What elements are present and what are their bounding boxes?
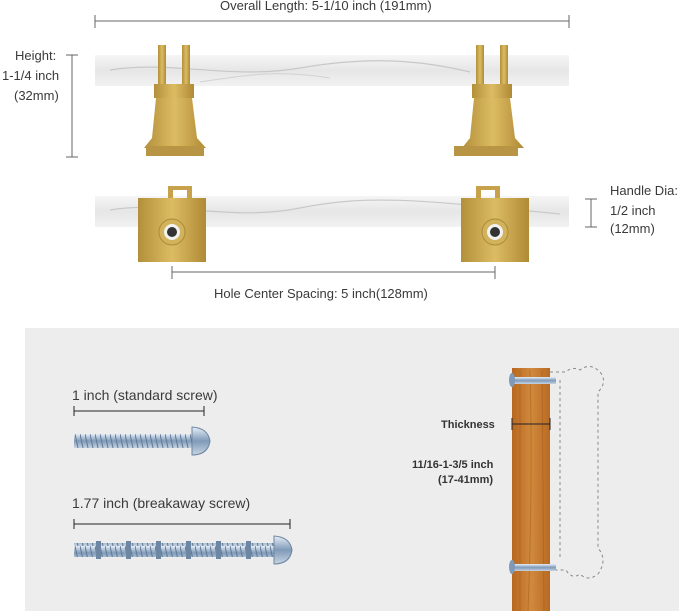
handle-side-view — [95, 45, 569, 156]
height-value: 1-1/4 inch — [2, 68, 60, 83]
breakaway-screw — [73, 519, 293, 565]
wood-board — [512, 368, 550, 611]
handle-top-view — [95, 186, 569, 262]
hole-spacing-label: Hole Center Spacing: 5 inch(128mm) — [214, 286, 428, 301]
thickness-mm: (17-41mm) — [438, 474, 494, 486]
mounting-panel — [25, 328, 679, 611]
standard-screw-label: 1 inch (standard screw) — [72, 387, 218, 403]
handle-outline — [550, 366, 604, 579]
handle-dia-dimension — [585, 198, 597, 228]
handle-dia-value: 1/2 inch — [610, 203, 656, 218]
handle-dia-title: Handle Dia: — [610, 183, 678, 198]
mounting-screws — [509, 373, 556, 574]
overall-length-dimension — [94, 15, 570, 28]
thickness-range: 11/16-1-3/5 inch — [412, 459, 494, 471]
height-title: Height: — [15, 48, 57, 63]
breakaway-screw-label: 1.77 inch (breakaway screw) — [72, 495, 251, 511]
standard-screw — [73, 406, 211, 456]
handle-dimension-drawing — [66, 15, 597, 279]
handle-dia-mm: (12mm) — [610, 221, 655, 236]
hole-spacing-dimension — [171, 266, 496, 279]
overall-length-label: Overall Length: 5-1/10 inch (191mm) — [220, 0, 432, 13]
height-dimension — [66, 54, 78, 158]
thickness-dimension — [511, 418, 551, 430]
height-mm: (32mm) — [14, 88, 59, 103]
thickness-title: Thickness — [441, 419, 495, 431]
